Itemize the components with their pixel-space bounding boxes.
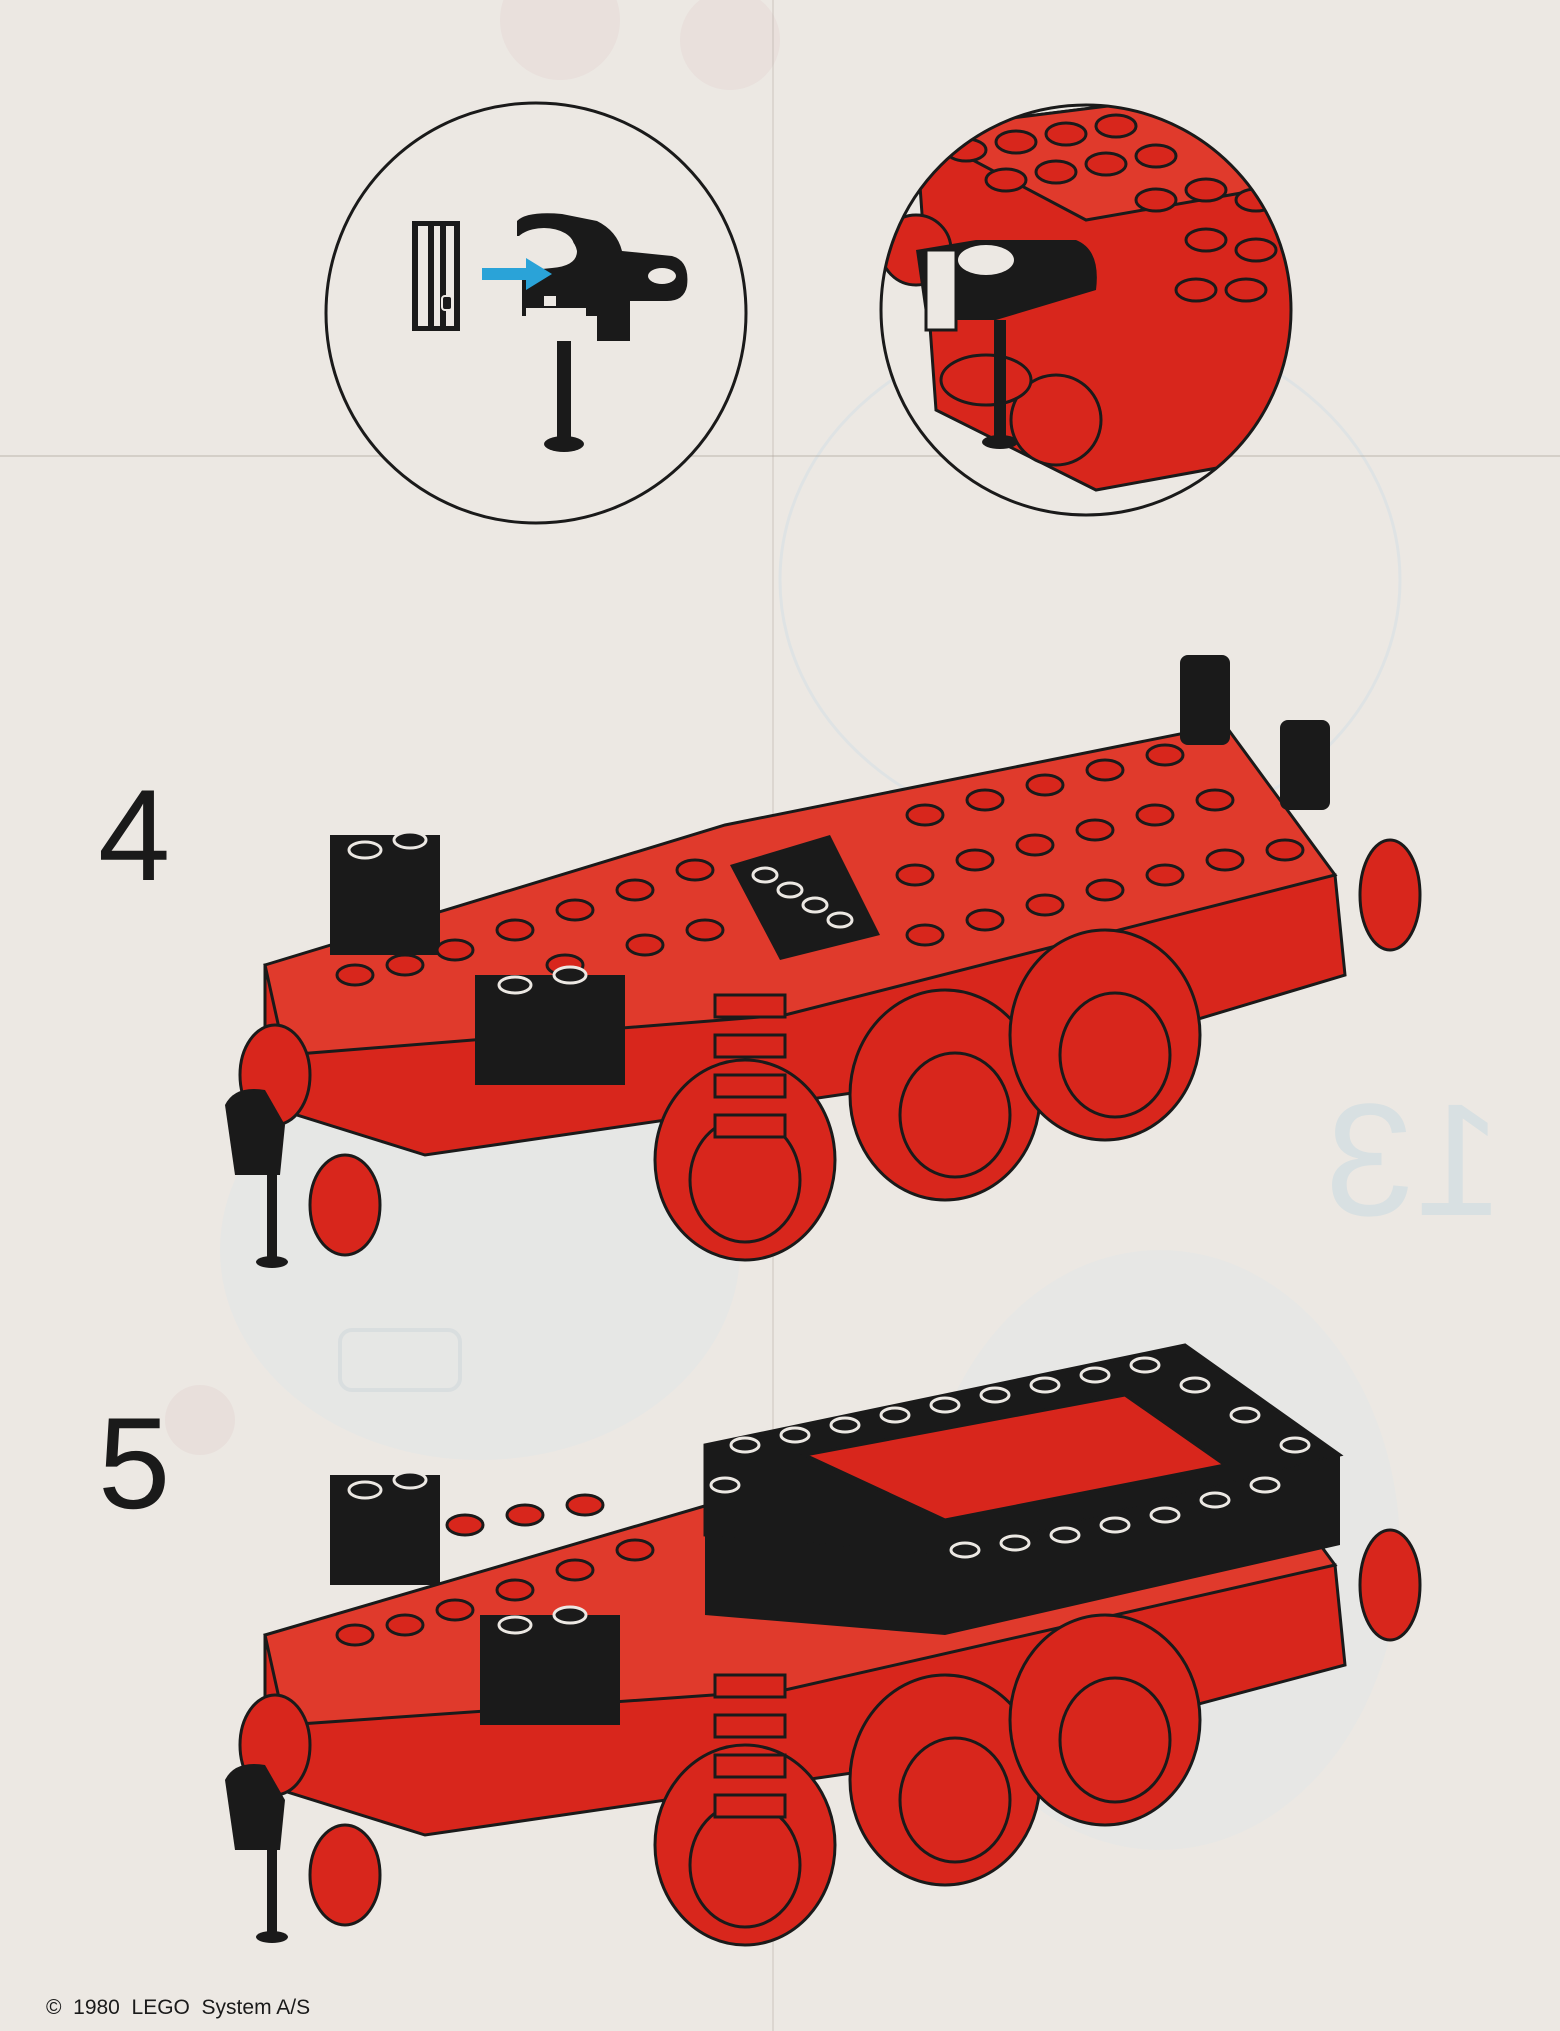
coupling-assembly-icon <box>324 101 748 525</box>
coupling-attached-icon <box>879 103 1293 517</box>
step-number-4: 4 <box>98 762 171 908</box>
step-4-chassis-model <box>225 655 1422 1268</box>
insert-arrow-icon <box>482 258 552 290</box>
copyright-notice: © 1980 LEGO System A/S <box>46 1996 311 2019</box>
fold-line-horizontal <box>0 455 1560 457</box>
step-5-chassis-model <box>225 1343 1422 1947</box>
step-number-5: 5 <box>98 1390 171 1536</box>
